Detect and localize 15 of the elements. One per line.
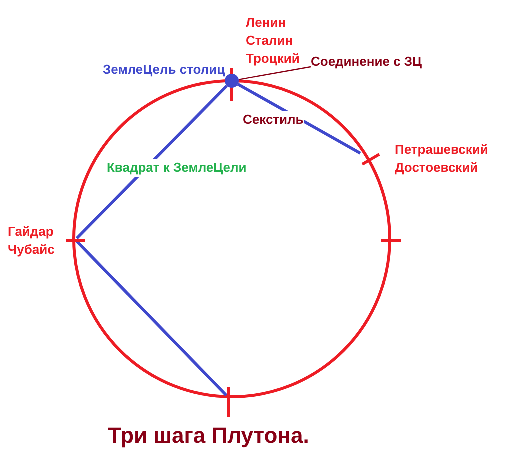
tick-mark bbox=[360, 152, 380, 166]
edge-label: Квадрат к ЗемлеЦели bbox=[107, 159, 247, 177]
name-list: Ленин Сталин Троцкий bbox=[246, 14, 300, 68]
tick-mark bbox=[381, 238, 401, 242]
connector-line bbox=[76, 84, 228, 240]
connector-line bbox=[237, 83, 362, 155]
diagram-title: Три шага Плутона. bbox=[108, 423, 310, 449]
point-label: ЗемлеЦель столиц bbox=[103, 61, 226, 79]
callout-label: Соединение с ЗЦ bbox=[311, 53, 422, 71]
tick-mark bbox=[66, 238, 85, 242]
name-list: Петрашевский Достоевский bbox=[395, 141, 488, 177]
leader-line bbox=[238, 66, 312, 80]
name-list: Гайдар Чубайс bbox=[8, 223, 55, 259]
tick-mark bbox=[226, 387, 230, 417]
dot-marker bbox=[225, 68, 239, 101]
